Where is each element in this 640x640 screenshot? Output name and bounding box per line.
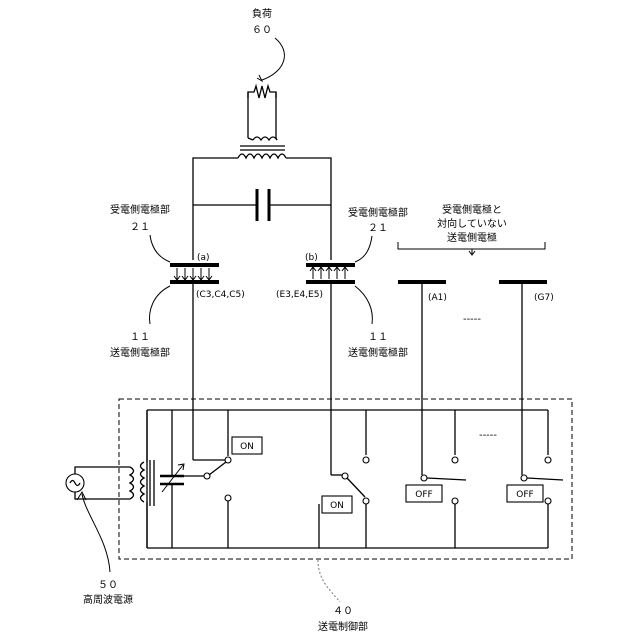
load-resistor xyxy=(248,86,276,138)
non-facing-line3: 送電側電極 xyxy=(447,231,497,244)
load-leader-line xyxy=(262,38,284,80)
tx-right-label-group: １１ 送電側電極部 xyxy=(348,332,408,359)
switch-s2-contact-off xyxy=(363,457,369,463)
rx-right-number: ２１ xyxy=(368,223,388,234)
load-transformer xyxy=(238,137,286,158)
rx-left-field-arrows xyxy=(174,268,212,280)
rx-left-label: 受電側電極部 xyxy=(110,203,170,216)
rx-right-label: 受電側電極部 xyxy=(348,206,408,219)
switch-s2-status: ON xyxy=(330,501,344,511)
switch-s4-contact-bottom xyxy=(545,498,551,504)
load-frame-wiring xyxy=(193,158,331,260)
switch-s3-status: OFF xyxy=(415,490,432,500)
source-number: ５０ xyxy=(98,580,118,591)
tx-right-number: １１ xyxy=(368,332,388,343)
controller-leader-line xyxy=(318,560,340,602)
ellipsis-top: ----- xyxy=(463,314,481,325)
rx-left-leader-line xyxy=(150,235,170,262)
load-leader-arrow xyxy=(257,75,262,81)
tx-left-label: 送電側電極部 xyxy=(110,346,170,359)
switch-s1-contact-on xyxy=(225,457,231,463)
load-number: ６０ xyxy=(252,25,272,36)
non-facing-line2: 対向していない xyxy=(437,217,507,230)
electrode-g7-label: (G7) xyxy=(534,293,554,303)
non-facing-line1: 受電側電極と xyxy=(442,203,502,216)
non-facing-label-group: 受電側電極と 対向していない 送電側電極 xyxy=(437,203,507,244)
source-label-group: ５０ 高周波電源 xyxy=(83,580,133,606)
switch-s1-contact-off xyxy=(225,495,231,501)
switch-s4-status: OFF xyxy=(516,490,533,500)
load-label-group: 負荷 ６０ xyxy=(252,8,272,36)
switch-s3-pivot xyxy=(421,475,427,481)
tx-right-label: 送電側電極部 xyxy=(348,346,408,359)
source-leader-line xyxy=(82,494,110,572)
rx-right-label-group: 受電側電極部 ２１ xyxy=(348,206,408,234)
switch-s1 xyxy=(172,457,231,501)
tx-left-leader-line xyxy=(150,286,170,324)
rx-right-cells: (E3,E4,E5) xyxy=(276,290,323,300)
switch-s3-contact-top xyxy=(452,457,458,463)
controller-label-group: ４０ 送電制御部 xyxy=(318,606,368,633)
hf-source xyxy=(66,467,134,499)
tx-left-number: １１ xyxy=(130,332,150,343)
switch-s1-status: ON xyxy=(240,442,254,452)
switch-s3-contact-bottom xyxy=(452,498,458,504)
rx-right-field-arrows xyxy=(310,267,348,279)
tx-left-label-group: １１ 送電側電極部 xyxy=(110,332,170,359)
ellipsis-mid: ----- xyxy=(479,430,497,441)
source-label: 高周波電源 xyxy=(83,593,133,606)
rx-right-leader-line xyxy=(355,236,372,262)
tx-right-leader-line xyxy=(355,286,372,324)
switch-s1-pivot xyxy=(204,473,210,479)
controller-number: ４０ xyxy=(333,606,353,617)
switch-s4-pivot xyxy=(521,475,527,481)
load-capacitor xyxy=(257,189,269,221)
rx-left-label-group: 受電側電極部 ２１ xyxy=(110,203,170,233)
variable-capacitor xyxy=(160,410,184,548)
rx-left-tag: (a) xyxy=(197,253,210,263)
load-label: 負荷 xyxy=(252,8,272,20)
non-facing-bracket-tick xyxy=(469,249,475,255)
controller-label: 送電制御部 xyxy=(318,620,368,633)
rx-left-cells: (C3,C4,C5) xyxy=(196,290,245,300)
switch-s2-contact-on xyxy=(363,498,369,504)
electrode-a1-label: (A1) xyxy=(428,293,447,303)
rx-right-tag: (b) xyxy=(305,253,318,263)
switch-s4-contact-top xyxy=(545,457,551,463)
rx-left-number: ２１ xyxy=(130,222,150,233)
